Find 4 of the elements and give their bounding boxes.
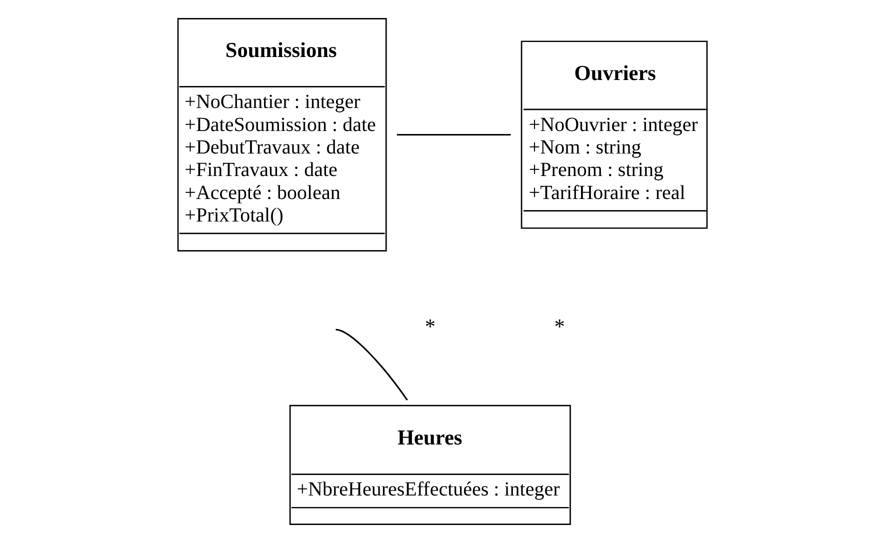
- label: *: [554, 314, 564, 338]
- connector: [335, 328, 408, 401]
- label: *: [424, 314, 435, 338]
- connector: [396, 134, 510, 136]
